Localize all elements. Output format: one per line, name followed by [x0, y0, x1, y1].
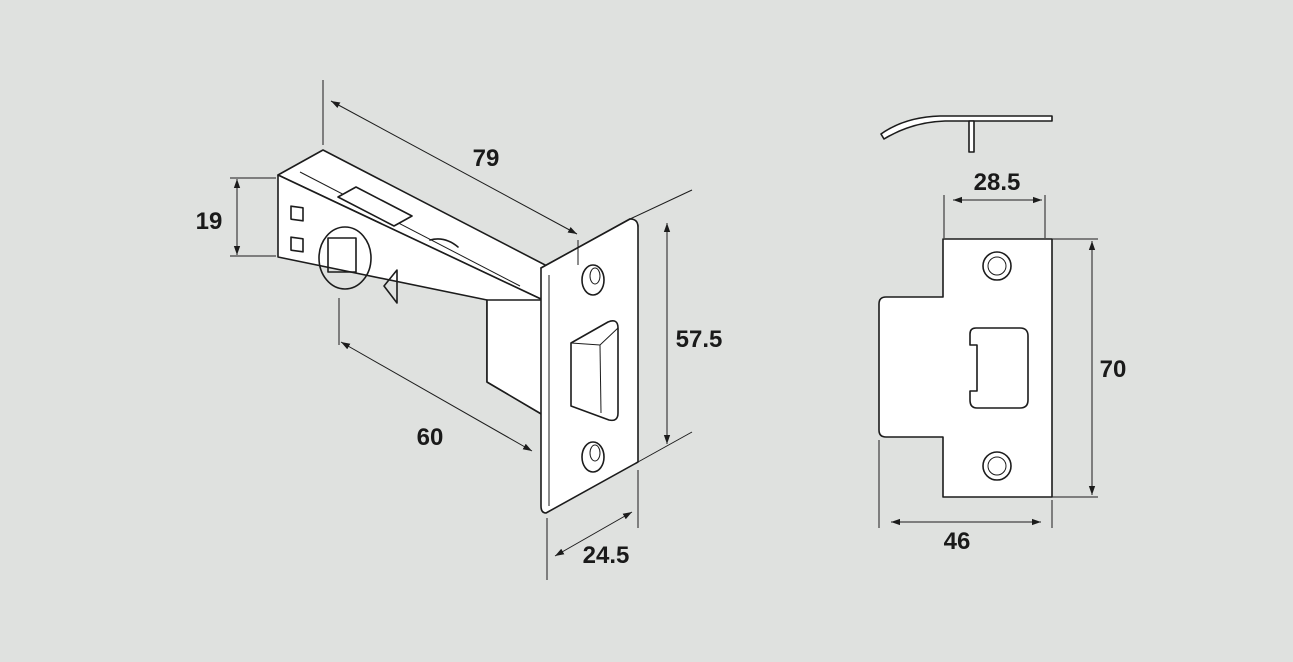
strike-side-tab	[968, 120, 975, 153]
strike-plate: 28.5 70 46	[878, 115, 1127, 555]
strike-screw-hole-upper	[982, 251, 1012, 281]
dim-label-57-5: 57.5	[676, 326, 723, 353]
dim-label-70: 70	[1100, 356, 1127, 383]
dim-line-79	[330, 100, 578, 235]
strike-side-view	[880, 115, 1053, 140]
forend-screw-hole-lower	[581, 441, 605, 473]
dim-line-60	[340, 341, 533, 452]
square-hole-upper	[290, 205, 304, 222]
square-hole-lower	[290, 236, 304, 253]
forend-screw-hole-lower-inner	[589, 444, 601, 462]
dim-label-24-5: 24.5	[583, 542, 630, 569]
dim-label-46: 46	[944, 528, 971, 555]
strike-screw-hole-lower-inner	[987, 456, 1007, 476]
latch-body-step	[486, 299, 544, 416]
forend-plate	[540, 218, 639, 514]
dim-label-79: 79	[473, 145, 500, 172]
dim-line-24-5	[554, 511, 633, 557]
strike-front-view	[878, 238, 1053, 498]
tubular-latch: 79 19 60 57.5 24.5	[196, 80, 723, 580]
triangle-hole	[383, 269, 398, 304]
strike-bolt-aperture	[969, 327, 1029, 409]
strike-screw-hole-lower	[982, 451, 1012, 481]
dim-label-60: 60	[417, 424, 444, 451]
dim-label-28-5: 28.5	[974, 169, 1021, 196]
spindle-square-hole	[327, 237, 357, 273]
forend-screw-hole-upper-inner	[589, 267, 601, 285]
forend-screw-hole-upper	[581, 264, 605, 296]
latch-bolt	[570, 320, 619, 422]
dim-label-19: 19	[196, 208, 223, 235]
strike-screw-hole-upper-inner	[987, 256, 1007, 276]
